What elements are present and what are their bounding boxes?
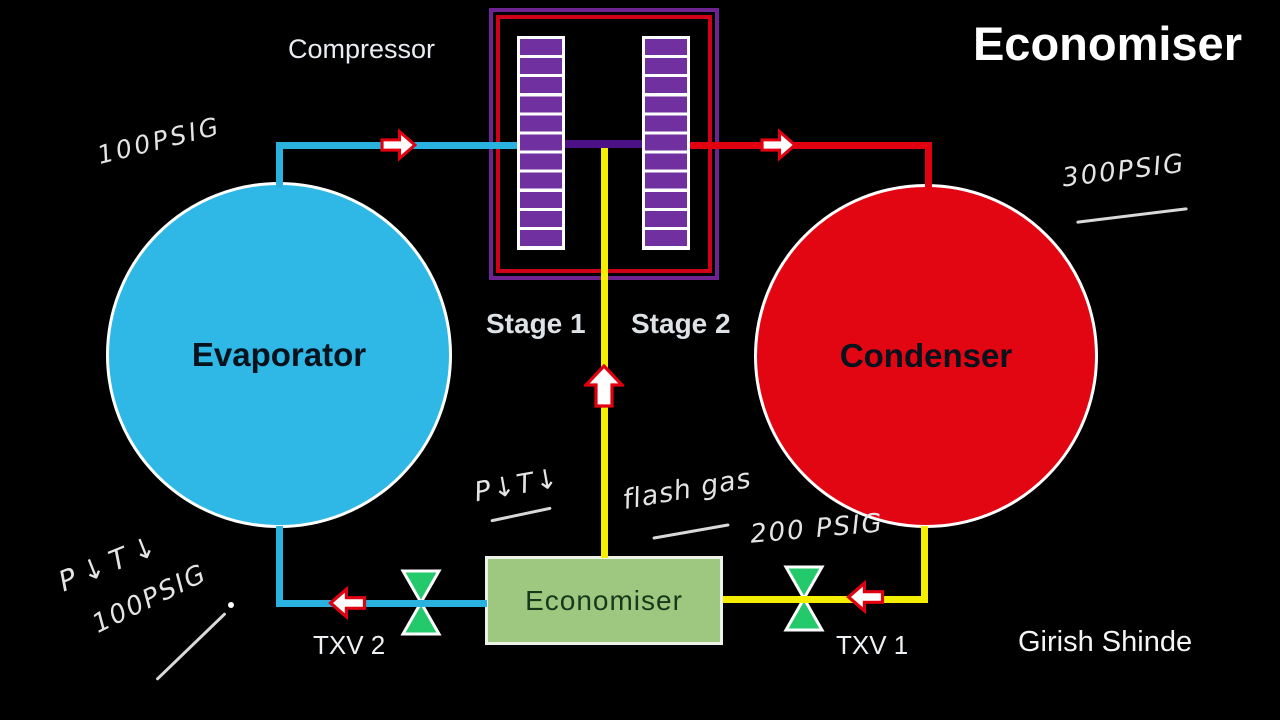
txv2-label: TXV 2: [313, 630, 386, 660]
annotation-underline: [652, 523, 730, 540]
annotation-suction-pressure-top: 100PSIG: [94, 111, 225, 170]
txv1-label: TXV 1: [836, 630, 909, 660]
annotation-discharge-pressure: 300PSIG: [1060, 148, 1187, 194]
compressor-label: Compressor: [288, 34, 436, 64]
flow-arrow-right-discharge-icon: [760, 128, 797, 162]
annotation-intermediate-pressure: 200 PSIG: [748, 508, 885, 550]
annotation-flash-gas: flash gas: [620, 462, 754, 517]
discharge-pipe-vertical: [925, 142, 932, 188]
watermark: Girish Shinde: [1018, 626, 1193, 658]
flow-arrow-left-txv1-icon: [846, 580, 885, 614]
stage2-label: Stage 2: [631, 308, 731, 339]
txv1-valve-icon: [783, 565, 825, 632]
flow-arrow-up-flash-gas-icon: [584, 364, 624, 408]
condenser-label: Condenser: [839, 337, 1013, 374]
evaporator-vessel: Evaporator: [106, 182, 452, 528]
liquid-pipe-horizontal: [723, 596, 928, 603]
subcooled-pipe-horizontal: [276, 600, 487, 607]
page-title: Economiser: [972, 17, 1242, 70]
economiser-vessel: Economiser: [485, 556, 723, 645]
compressor-stage2-column: [642, 36, 690, 250]
interstage-pipe: [565, 140, 643, 148]
flash-gas-pipe-vertical: [601, 148, 608, 558]
discharge-pipe-horizontal: [688, 142, 932, 149]
compressor-stage1-column: [517, 36, 565, 250]
stage1-label: Stage 1: [486, 308, 586, 339]
txv2-valve-icon: [400, 569, 442, 636]
annotation-underline: [155, 612, 227, 681]
annotation-underline: [1076, 207, 1188, 224]
evaporator-label: Evaporator: [191, 336, 367, 373]
annotation-underline: [490, 506, 552, 523]
suction-pipe-vertical: [276, 142, 283, 188]
flow-arrow-left-txv2-icon: [328, 586, 367, 620]
annotation-pt-drop-economiser: P↓T↓: [471, 462, 563, 509]
ink-dot: [228, 602, 234, 608]
flow-arrow-right-suction-icon: [380, 128, 417, 162]
condenser-vessel: Condenser: [754, 184, 1098, 528]
economiser-box-label: Economiser: [525, 584, 683, 616]
subcooled-pipe-vertical: [276, 526, 283, 607]
liquid-pipe-vertical: [921, 526, 928, 603]
